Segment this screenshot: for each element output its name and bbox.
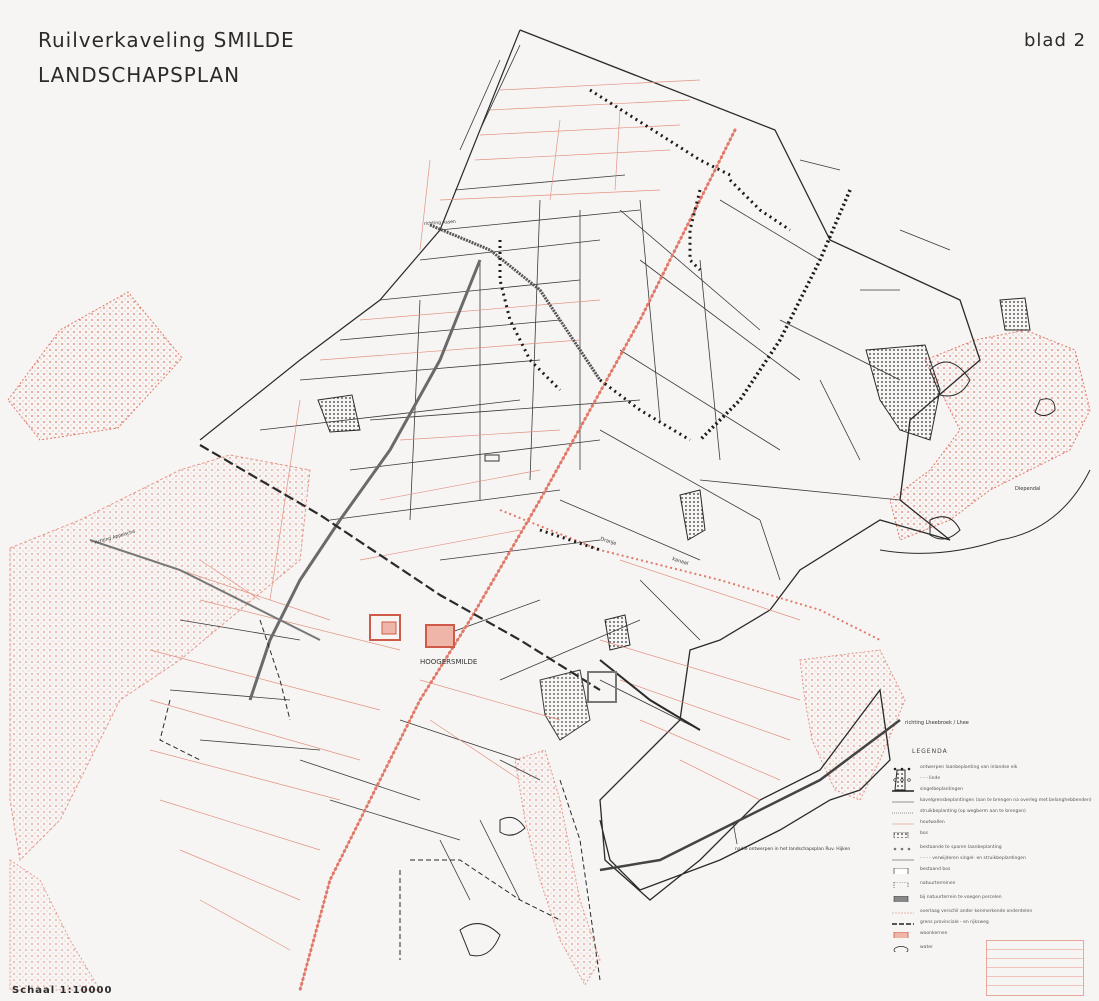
existing-wood-4 xyxy=(539,669,591,741)
tree-row-4 xyxy=(688,189,702,272)
tree-row-3 xyxy=(698,189,852,442)
existing-wood-6 xyxy=(604,614,631,651)
village-core xyxy=(369,454,617,703)
place-label-richting-lheebroek: richting Lheebroek / Lhee xyxy=(905,720,969,726)
hijken-note-arrow xyxy=(732,821,738,845)
other-features-icon xyxy=(892,912,914,914)
road-to-appelscha xyxy=(89,539,321,641)
added-parcel-icon xyxy=(893,896,909,902)
tree-row-1 xyxy=(589,88,731,177)
dashed-lines-south xyxy=(159,619,601,981)
wooded-bank-icon xyxy=(892,823,914,825)
legend-item: bij natuurterrein te voegen percelen xyxy=(878,894,1078,903)
map-title-line1: Ruilverkaveling SMILDE xyxy=(38,28,295,52)
water-icon xyxy=(893,946,909,952)
legend-item: bestaand bos xyxy=(878,866,1078,875)
place-label-dranje: Dranje xyxy=(599,536,617,547)
water-features xyxy=(459,361,1091,957)
map-title-line2: LANDSCHAPSPLAN xyxy=(38,63,241,87)
title-block-row xyxy=(987,959,1083,968)
legend-item: water xyxy=(878,944,1078,953)
legend-item: bos xyxy=(878,830,1078,839)
existing-tree-row-icon xyxy=(893,847,911,851)
remove-hedge-icon xyxy=(892,859,914,861)
sheet-number: blad 2 xyxy=(1024,30,1087,51)
legend-item: ontwerpen laanbeplanting van inlandse ei… xyxy=(878,764,1078,773)
tree-row-oak-icon xyxy=(893,767,911,771)
title-block xyxy=(986,940,1084,996)
tree-row-5 xyxy=(599,378,691,442)
tree-row-7 xyxy=(539,528,601,552)
existing-wood-1 xyxy=(865,344,941,441)
tree-row-linden-icon xyxy=(893,778,911,782)
title-block-row xyxy=(987,968,1083,977)
legend: LEGENDA ontwerpen laanbeplanting van inl… xyxy=(878,748,1092,978)
main-road-north-south xyxy=(298,128,737,992)
legend-item: struikbeplanting (op wegberm aan te bren… xyxy=(878,808,1078,817)
legend-item: woonkernen xyxy=(878,930,1078,939)
road-boundary-icon xyxy=(892,923,914,925)
existing-forest-icon xyxy=(893,868,909,874)
title-block-row xyxy=(987,941,1083,950)
tree-row-6 xyxy=(498,240,562,392)
tree-row-2 xyxy=(728,178,791,232)
place-label-hijken-note: nadie ontwerpen in het landschapsplan Ru… xyxy=(735,846,850,852)
place-label-kanaal: kanaal xyxy=(671,556,689,567)
existing-wood-3 xyxy=(317,394,361,433)
legend-item: houtwallen xyxy=(878,819,1078,828)
legend-item: singelbeplantingen xyxy=(878,786,1078,795)
legend-item: natuurterreinen xyxy=(878,880,1078,889)
nature-terrain-icon xyxy=(893,882,909,888)
legend-item: bestaande te sparen laanbeplanting xyxy=(878,844,1078,853)
parcel-lines-red xyxy=(149,79,801,951)
shrub-planting-icon xyxy=(892,812,914,814)
forest-area-west xyxy=(7,291,183,441)
residential-core-icon xyxy=(893,932,909,938)
hedgerow-icon xyxy=(892,790,914,792)
place-label-richting-assen: richting Assen xyxy=(424,219,456,227)
existing-wood-5 xyxy=(999,297,1031,331)
boundary-north-west xyxy=(199,29,521,441)
nature-area-south-strip xyxy=(514,749,601,986)
parcel-boundary-planting-icon xyxy=(892,801,914,803)
legend-item: grens provinciale - en rijksweg xyxy=(878,919,1078,928)
map-scale: Schaal 1:10000 xyxy=(12,985,113,996)
legend-item: kavelgrensbeplantingen (aan te brengen n… xyxy=(878,797,1092,806)
provincial-road xyxy=(199,444,601,691)
canal xyxy=(429,223,602,381)
title-block-row xyxy=(987,977,1083,986)
existing-wood-2 xyxy=(679,489,706,541)
title-block-row xyxy=(987,950,1083,959)
canal-south xyxy=(248,259,482,701)
kanaal-road xyxy=(499,509,881,641)
road-east-lheebroek xyxy=(599,719,901,872)
legend-title: LEGENDA xyxy=(912,748,948,755)
forest-icon xyxy=(893,832,909,838)
parcel-lines-black xyxy=(169,44,951,901)
place-label-hoogersmilde: HOOGERSMILDE xyxy=(420,658,477,666)
place-label-diependal: Diependal xyxy=(1015,486,1040,492)
forest-area-southwest-edge xyxy=(9,859,101,991)
main-road-north-south-line xyxy=(299,129,736,991)
legend-item: overlaag verschil ander kenmerkende onde… xyxy=(878,908,1078,917)
reallotment-boundary xyxy=(519,29,981,901)
nature-area-diependal xyxy=(889,329,1091,541)
forest-area-southwest xyxy=(9,454,311,862)
legend-item: - - - linde xyxy=(878,775,1078,784)
legend-item: - - - - verwijderen singel- en struikbep… xyxy=(878,855,1078,864)
